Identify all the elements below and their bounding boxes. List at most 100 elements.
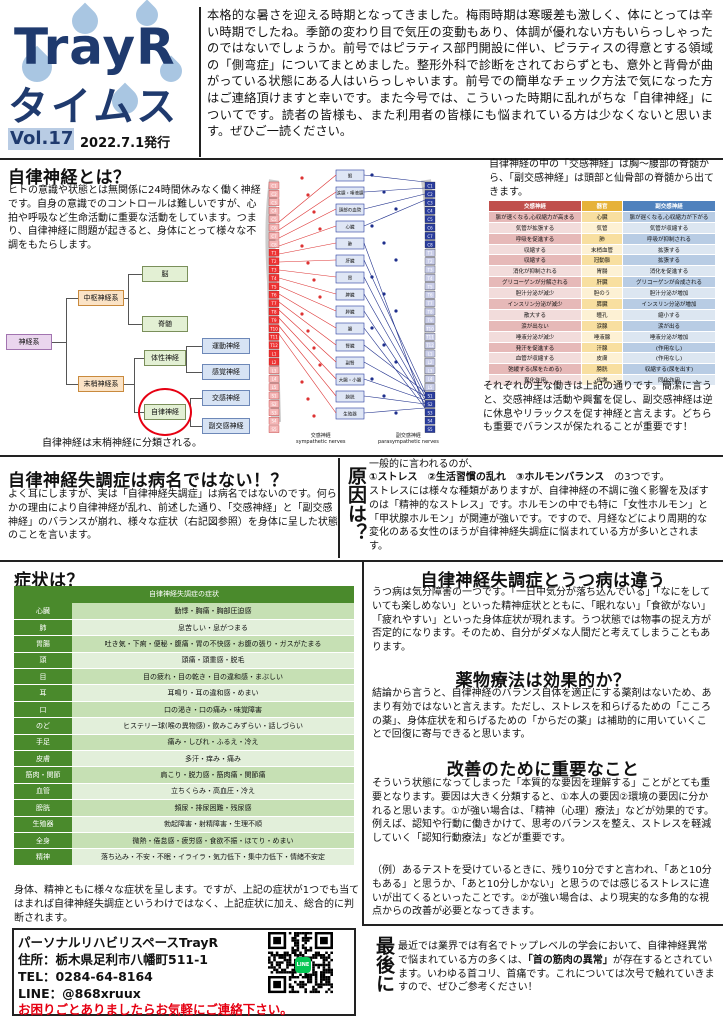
qr-module — [330, 968, 333, 972]
organ-label: 腸 — [348, 327, 353, 333]
nerve-table-cell: インスリン分泌が減少 — [487, 298, 583, 310]
spine-segment — [268, 223, 280, 232]
section-title-medication: 薬物療法は効果的か？ — [455, 671, 631, 691]
parasympathetic-path — [363, 174, 426, 183]
spine-label: C8 — [427, 242, 433, 247]
masthead-subtitle: タイムス — [8, 84, 180, 130]
sympathetic-path — [278, 293, 337, 329]
spine-segment — [424, 181, 436, 190]
nerve-table-cell: 拡張する — [621, 254, 717, 267]
qr-finder — [273, 980, 281, 989]
qr-module — [291, 990, 294, 994]
business-line-id[interactable]: LINE：@868xruux — [18, 986, 141, 1001]
nerve-table-cell: 胆のう — [581, 287, 623, 300]
sympathetic-path — [278, 277, 337, 295]
qr-module — [270, 953, 274, 957]
ganglion-dot — [382, 292, 386, 296]
ganglion-dot — [318, 363, 322, 367]
spine-label: C4 — [271, 209, 277, 214]
qr-module — [288, 958, 292, 962]
qr-module — [309, 990, 313, 994]
qr-module — [325, 958, 328, 962]
qr-module — [268, 966, 271, 969]
nerve-table-row: 異化作用代謝同化作用 — [487, 374, 717, 387]
tree-node-sensory: 感覚神経 — [202, 364, 250, 380]
spine-segment — [424, 215, 436, 223]
qr-module — [291, 946, 294, 950]
qr-module — [286, 963, 289, 967]
symptom-row: 耳耳鳴り・耳の違和感・めまい — [14, 684, 354, 702]
sympathetic-path — [278, 191, 337, 231]
qr-module — [281, 953, 284, 957]
spine-label: L5 — [428, 385, 433, 390]
qr-module — [283, 958, 287, 962]
ganglion-dot — [306, 329, 310, 333]
ganglion-dot — [370, 326, 374, 330]
qr-module — [325, 963, 328, 967]
tree-node-spinal: 脊髄 — [142, 316, 188, 332]
spine-label: T4 — [427, 276, 433, 281]
parasympathetic-path — [363, 310, 426, 405]
qr-module — [312, 963, 315, 967]
spine-segment — [424, 240, 436, 248]
parasympathetic-path — [363, 187, 426, 193]
ganglion-dot — [382, 394, 386, 398]
spine-segment — [424, 333, 436, 341]
business-name: パーソナルリハビリスペースTrayR — [18, 935, 219, 950]
qr-code[interactable]: LINE — [268, 932, 338, 998]
nerve-function-table: 交感神経器官副交感神経脈が速くなる,心収縮力が高まる心臓脈が遅くなる,心収縮力が… — [487, 200, 717, 387]
symptom-table-title: 自律神経失調症の症状 — [14, 586, 354, 603]
tree-node-sympathetic: 交感神経 — [202, 390, 250, 406]
divider — [0, 455, 723, 457]
qr-module — [291, 939, 294, 942]
spine-label: L2 — [272, 360, 277, 365]
organ-label: 膵臓 — [346, 309, 355, 316]
qr-module — [327, 983, 331, 986]
improvement-body: そういう状態になってしまった「本質的な要因を理解する」ことがとても重要となります… — [372, 778, 714, 845]
nerve-table-cell: 涙が出ない — [487, 319, 583, 332]
spine-label: C7 — [427, 234, 433, 239]
tree-node-peripheral: 末梢神経系 — [78, 376, 124, 392]
qr-module — [304, 934, 307, 937]
tree-node-central: 中枢神経系 — [78, 290, 124, 306]
nerve-table-row: 気管が拡張する気管気管が収縮する — [487, 221, 717, 234]
nerve-table-cell: 涙が出る — [621, 319, 717, 332]
spine-label: S1 — [271, 394, 277, 399]
qr-module — [294, 971, 297, 974]
nerve-table-row: 胆汁分泌が減少胆のう胆汁分泌が増加 — [487, 287, 717, 300]
business-phone[interactable]: TEL：0284-64-8164 — [18, 969, 153, 984]
spine-label: T6 — [271, 293, 277, 298]
qr-module — [301, 985, 305, 989]
symptom-list: 頭痛・頭重感・脱毛 — [72, 652, 354, 670]
organ-label: 腎臓 — [346, 343, 355, 350]
qr-module — [304, 975, 307, 979]
sympathetic-path — [278, 309, 337, 363]
spine-segment — [268, 324, 280, 332]
nerve-table-cell: 血管が収縮する — [487, 352, 583, 365]
qr-module — [281, 971, 284, 974]
nerve-table-row: 散大する瞳孔縮小する — [487, 308, 717, 321]
qr-module — [294, 949, 297, 952]
ganglion-dot — [370, 224, 374, 228]
qr-module — [294, 944, 297, 947]
cause-intro: 一般的に言われるのが、 — [369, 459, 479, 470]
qr-module — [296, 983, 300, 986]
spine-segment — [268, 383, 280, 391]
ganglion-dot — [318, 227, 322, 231]
divider — [0, 158, 723, 160]
spine-label: T8 — [427, 310, 433, 315]
sympathetic-path — [278, 259, 337, 263]
spine-segment — [424, 349, 436, 358]
spine-label: L4 — [428, 377, 433, 382]
spine-segment — [268, 291, 280, 299]
nerve-table-row: 呼吸を促進する肺呼吸が抑制される — [487, 232, 717, 245]
qr-module — [301, 932, 305, 935]
parasympathetic-path — [363, 193, 426, 210]
qr-finder — [273, 936, 281, 945]
spine-segment — [424, 408, 436, 416]
ganglion-dot — [394, 207, 398, 211]
qr-module — [286, 958, 289, 962]
qr-module — [301, 980, 305, 984]
qr-module — [314, 953, 318, 957]
